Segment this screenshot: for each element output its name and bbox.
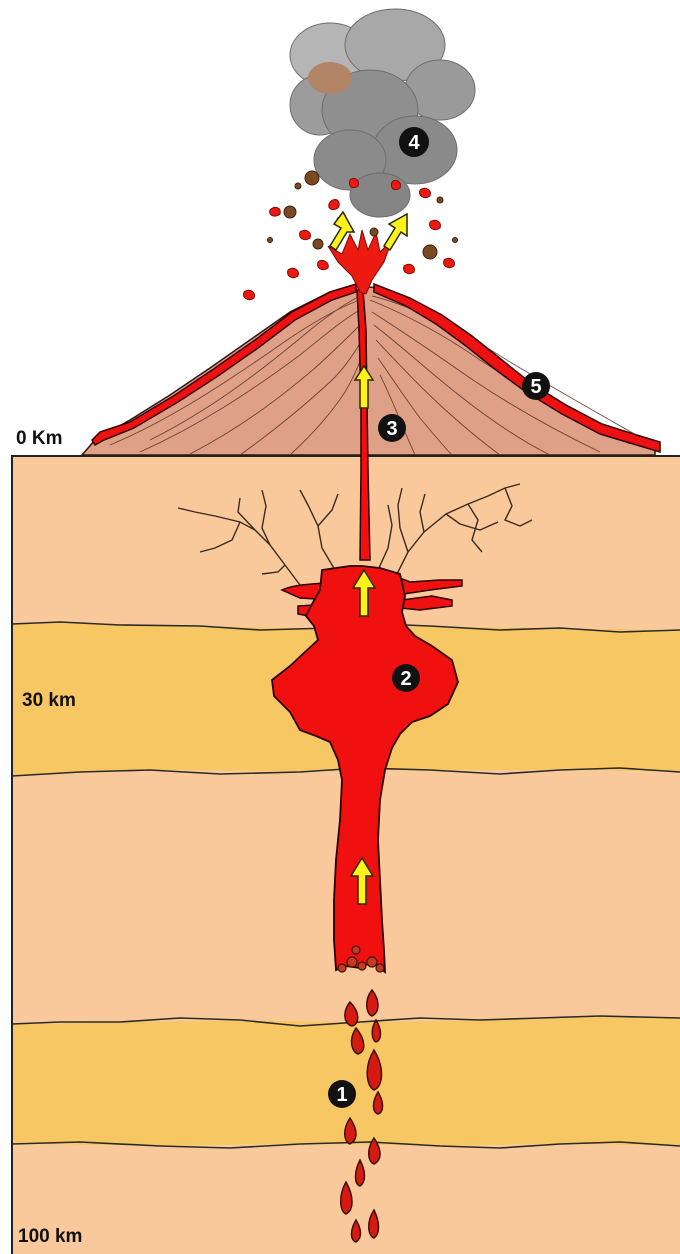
magma-spray [244,178,455,299]
spray-blob [288,268,299,277]
volcanic-bomb [453,238,458,243]
depth-label-0km: 0 Km [16,428,62,450]
melt-bubble [358,962,366,970]
cone-body [82,286,655,455]
stage-marker-4: 4 [399,127,429,157]
spray-blob [404,264,415,273]
stage-marker-label: 5 [530,376,541,398]
melt-bubble [352,946,360,954]
spray-blob [430,220,441,229]
volcanic-bomb [268,238,273,243]
stage-marker-label: 3 [386,418,397,440]
stage-marker-3: 3 [378,414,406,442]
stage-marker-label: 2 [400,668,411,690]
volcanic-bomb [370,228,378,236]
volcanic-bomb [295,183,301,189]
volcanic-bomb [423,245,437,259]
ash-puff [350,173,410,217]
stage-marker-label: 1 [336,1084,347,1106]
melt-bubble [338,964,346,972]
stage-marker-label: 4 [408,132,420,154]
volcanic-bomb [313,239,323,249]
spray-blob [349,178,358,187]
melt-bubble [376,964,384,972]
spray-blob [300,230,311,239]
spray-blob [270,207,281,216]
upward-arrow-icon [384,214,407,250]
spray-blob [444,258,455,267]
depth-label-30km: 30 km [22,690,76,712]
melt-bubble [347,957,357,967]
ash-tint [308,62,352,94]
spray-blob [318,260,329,269]
stage-marker-2: 2 [392,664,420,692]
volcanic-bomb [437,197,443,203]
spray-blob [244,290,255,299]
spray-blob [420,188,431,197]
melt-bubble [367,957,377,967]
spray-blob [329,200,340,210]
stage-marker-1: 1 [328,1080,356,1108]
volcanic-bomb [284,206,296,218]
volcano-cone [82,284,660,455]
depth-label-100km: 100 km [18,1226,82,1248]
eruption [244,9,475,300]
stage-marker-5: 5 [522,372,550,400]
spray-blob [391,180,400,189]
ash-cloud [290,9,475,217]
volcanic-bomb [305,171,319,185]
